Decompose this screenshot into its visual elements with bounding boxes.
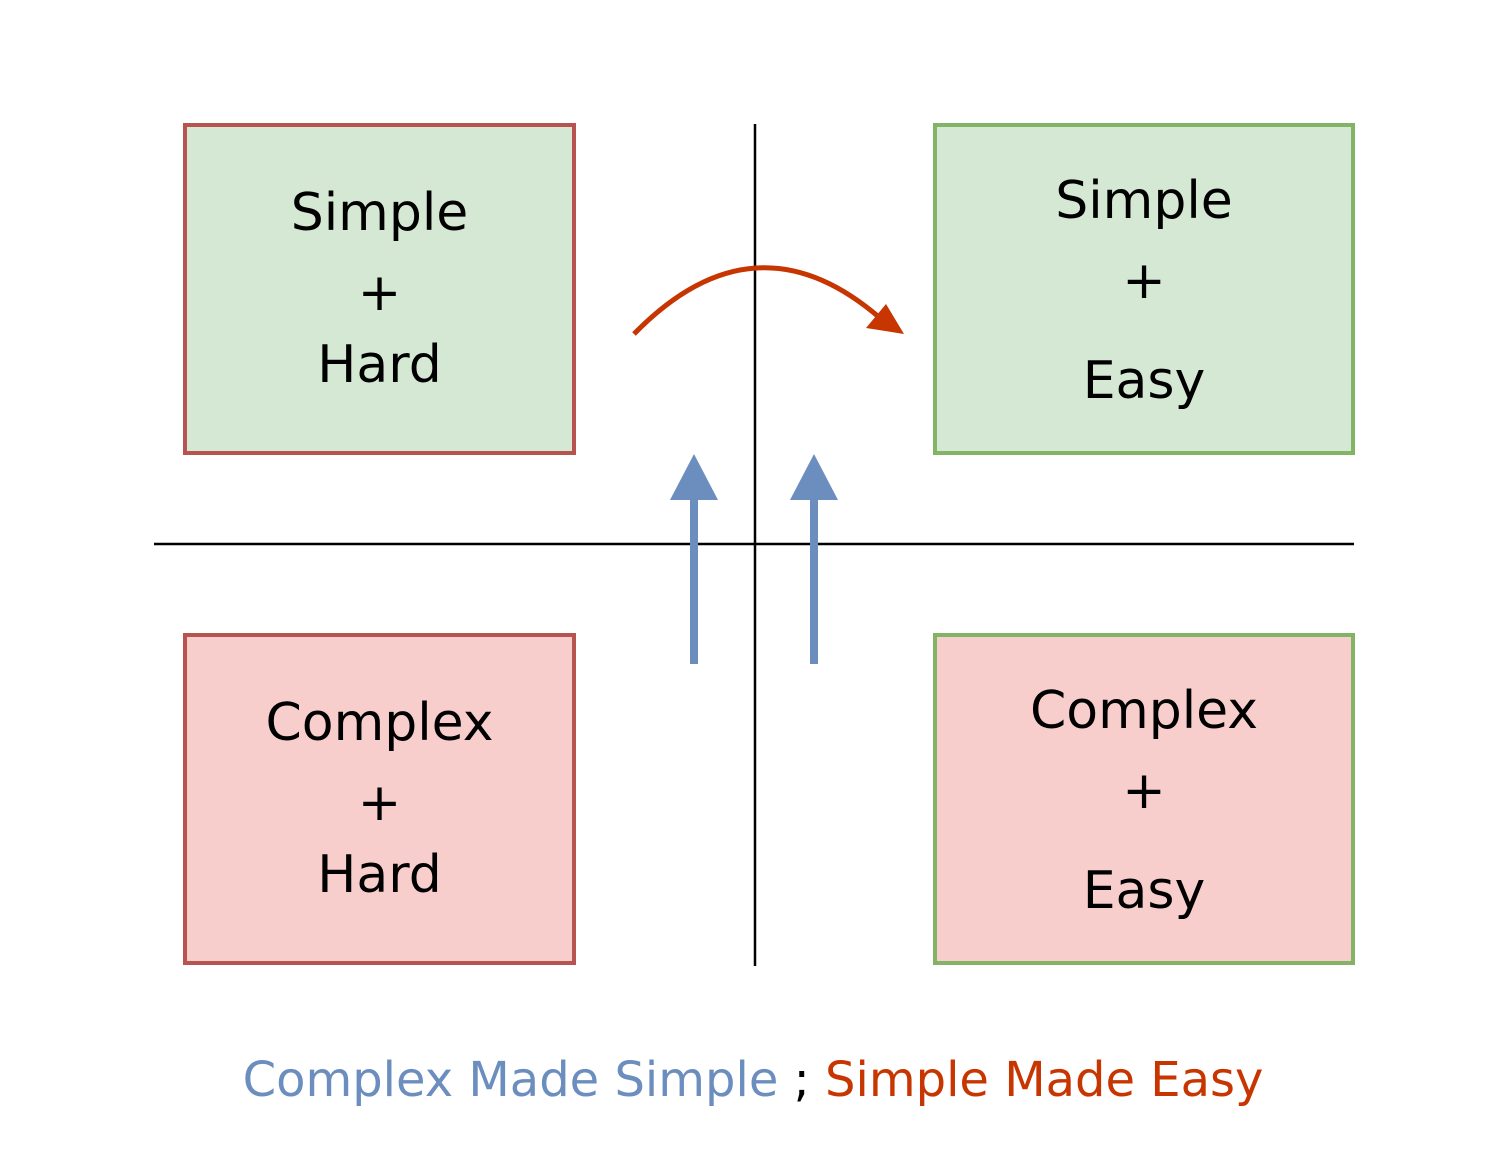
quadrant-label-line1: Complex xyxy=(265,693,494,753)
caption-complex-made-simple: Complex Made Simple xyxy=(242,1052,779,1108)
quadrant-label-plus: + xyxy=(1122,251,1166,311)
caption: Complex Made Simple ; Simple Made Easy xyxy=(0,1052,1506,1110)
quadrant-label-plus: + xyxy=(1122,761,1166,821)
quadrant-simple-hard: Simple + Hard xyxy=(183,123,576,455)
quadrant-label-line3: Hard xyxy=(317,335,442,395)
quadrant-label-plus: + xyxy=(357,263,402,323)
red-curved-arrow xyxy=(632,265,882,336)
quadrant-label-line1: Simple xyxy=(290,183,469,243)
red-curved-arrow-head xyxy=(866,304,904,334)
blue-arrow-left-head xyxy=(670,454,718,500)
quadrant-label-line3: Easy xyxy=(1082,351,1206,411)
caption-simple-made-easy: Simple Made Easy xyxy=(825,1052,1264,1108)
quadrant-label-plus: + xyxy=(357,773,402,833)
quadrant-label-line3: Hard xyxy=(317,845,442,905)
quadrant-label-line1: Simple xyxy=(1055,171,1233,231)
quadrant-label-line3: Easy xyxy=(1082,861,1206,921)
caption-separator: ; xyxy=(778,1052,826,1108)
blue-arrow-right-head xyxy=(790,454,838,500)
quadrant-label-line1: Complex xyxy=(1029,681,1259,741)
quadrant-complex-hard: Complex + Hard xyxy=(183,633,576,965)
quadrant-complex-easy: Complex + Easy xyxy=(933,633,1355,965)
quadrant-simple-easy: Simple + Easy xyxy=(933,123,1355,455)
